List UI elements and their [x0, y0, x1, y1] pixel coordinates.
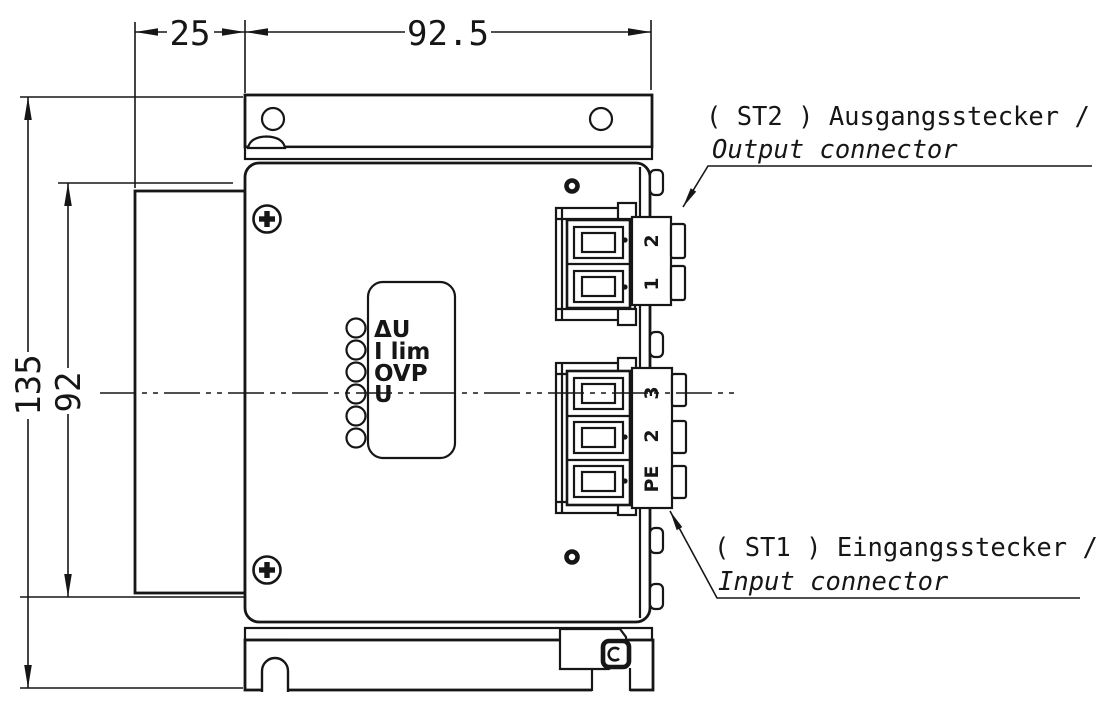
dimension-height-outer: 135	[9, 354, 49, 415]
dimension-width-left: 25	[170, 14, 211, 54]
top-mounting-flange	[243, 93, 654, 161]
led-label-plate	[366, 280, 457, 460]
st1-label-de: ( ST1 ) Eingangsstecker /	[714, 533, 1098, 563]
st1-terminal-block	[565, 369, 632, 507]
st1-terminal-label-2: 2	[641, 429, 663, 442]
small-hole-bottom	[564, 549, 580, 565]
led-6	[345, 427, 367, 449]
led-3	[345, 361, 367, 383]
st1-terminal-label-pe: PE	[641, 466, 663, 493]
dimension-width-main: 92.5	[407, 14, 489, 54]
connector-st1: 3 2 PE	[554, 356, 688, 517]
st1-label-plate	[630, 366, 674, 510]
st1-label-en: Input connector	[718, 567, 949, 597]
led-label-ovp: OVP	[374, 361, 428, 387]
clamp-screw	[600, 638, 632, 670]
led-indicator-cluster: ΔU I lim OVP U	[345, 280, 457, 460]
small-hole-top	[564, 178, 580, 194]
phillips-screw-bottom	[252, 555, 282, 585]
dimension-height-inner: 92	[49, 372, 89, 413]
led-2	[345, 339, 367, 361]
connector-st2: 2 1	[554, 201, 687, 327]
led-5	[345, 405, 367, 427]
mounting-slot	[260, 656, 290, 692]
dimension-left: 135 92	[9, 96, 243, 689]
st2-label-de: ( ST2 ) Ausgangsstecker /	[706, 102, 1090, 132]
st2-terminal-label-1: 1	[641, 277, 663, 290]
phillips-screw-top	[252, 204, 282, 234]
annotation-st1: ( ST1 ) Eingangsstecker / Input connecto…	[669, 510, 1098, 599]
st2-label-plate	[630, 215, 673, 307]
led-label-ilim: I lim	[374, 339, 430, 365]
led-label-u: U	[374, 382, 393, 408]
led-1	[345, 317, 367, 339]
st1-terminal-label-3: 3	[641, 386, 663, 399]
led-label-du: ΔU	[374, 317, 410, 343]
dimension-top: 25 92.5	[134, 14, 652, 188]
led-4	[345, 383, 367, 405]
annotation-st2: ( ST2 ) Ausgangsstecker / Output connect…	[682, 102, 1092, 208]
top-screw-dome	[246, 135, 287, 150]
st2-terminal-label-2: 2	[641, 234, 663, 247]
case-lugs	[648, 168, 665, 611]
mounting-hole-left	[260, 106, 286, 132]
bottom-mounting-flange	[243, 626, 655, 693]
st2-label-en: Output connector	[712, 135, 958, 165]
mounting-hole-right	[588, 106, 614, 132]
